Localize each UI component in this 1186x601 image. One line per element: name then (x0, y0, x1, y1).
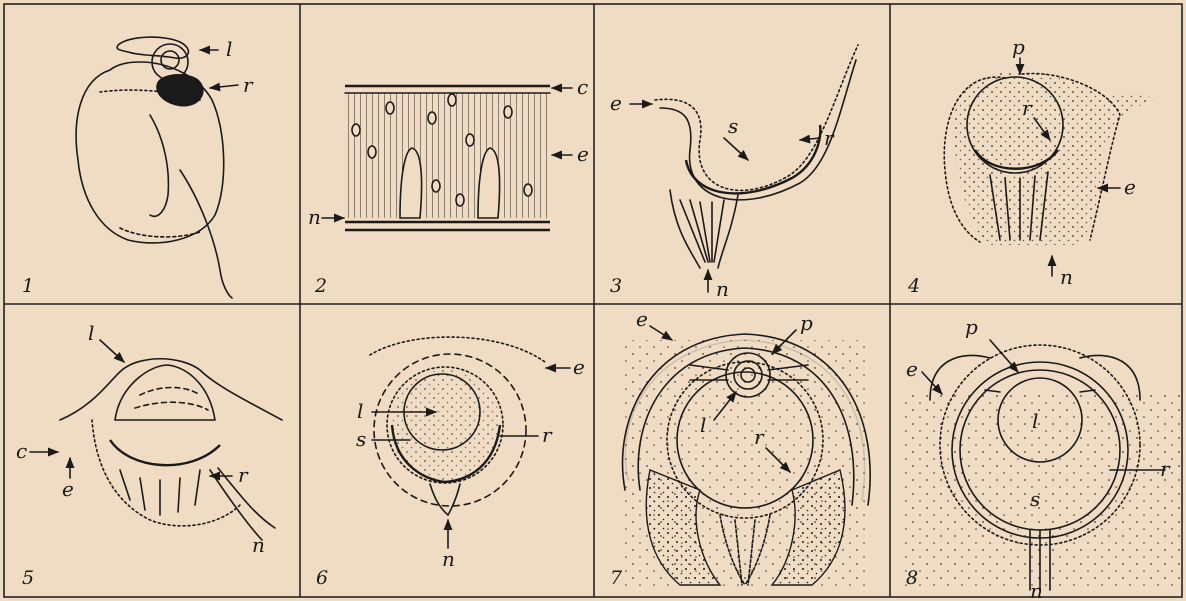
panel-number: 2 (314, 275, 327, 297)
label-c: c (577, 75, 588, 99)
lens-eye-drawing (60, 359, 282, 540)
panel-number: 6 (316, 567, 328, 589)
label-l: l (357, 399, 363, 423)
label-e: e (577, 142, 589, 166)
label-s: s (356, 427, 366, 451)
label-e: e (906, 357, 918, 381)
panel-number: 7 (610, 567, 623, 589)
label-n: n (252, 533, 265, 557)
pinhole-eye-drawing (944, 71, 1155, 245)
label-e: e (636, 307, 648, 331)
label-p: p (1012, 35, 1025, 59)
panel-6-closed-vesicle-eye: e l s r n 6 (316, 337, 585, 589)
eye-cup-drawing (655, 45, 858, 268)
epithelium-drawing (345, 86, 550, 230)
label-n: n (442, 547, 455, 571)
label-r: r (754, 425, 765, 449)
label-e: e (610, 91, 622, 115)
panel-8-vertebrate-type-eye: p e l r s n 8 (900, 315, 1180, 601)
panel-number: 4 (907, 275, 920, 297)
panel-number: 8 (906, 567, 918, 589)
cell-body-drawing (76, 37, 232, 298)
panel-number: 1 (22, 275, 34, 297)
panel-1-single-cell-eyespot: l r 1 (22, 37, 254, 298)
label-s: s (728, 114, 738, 138)
label-p: p (965, 315, 978, 339)
complex-eye-drawing (620, 334, 870, 590)
label-p: p (800, 311, 813, 335)
panel-number: 3 (610, 275, 622, 297)
panel-5-eye-with-lens-mass: l c e r n 5 (16, 321, 282, 589)
label-l: l (1032, 409, 1038, 433)
label-e: e (62, 477, 74, 501)
label-l: l (700, 413, 706, 437)
label-e: e (573, 355, 585, 379)
label-n: n (1030, 579, 1043, 601)
label-s: s (1030, 487, 1040, 511)
panel-number: 5 (22, 567, 34, 589)
camera-eye-drawing (900, 345, 1180, 590)
label-e: e (1124, 175, 1136, 199)
panel-4-pinhole-eye: p r e n 4 (907, 35, 1155, 297)
label-n: n (716, 277, 729, 301)
label-r: r (542, 423, 553, 447)
panel-2-flat-photoreceptor-epithelium: c e n 2 (308, 75, 589, 297)
label-r: r (1022, 96, 1033, 120)
label-r: r (824, 126, 835, 150)
label-l: l (226, 37, 232, 61)
label-n: n (308, 205, 321, 229)
label-r: r (238, 463, 249, 487)
vesicle-eye-drawing (370, 337, 545, 515)
label-c: c (16, 439, 27, 463)
panel-3-eye-cup-open: e s r n 3 (610, 45, 858, 301)
panel-7-cephalopod-type-eye: e p l r 7 (610, 307, 870, 590)
label-r: r (1160, 457, 1171, 481)
label-r: r (243, 73, 254, 97)
label-l: l (88, 321, 94, 345)
label-n: n (1060, 265, 1073, 289)
